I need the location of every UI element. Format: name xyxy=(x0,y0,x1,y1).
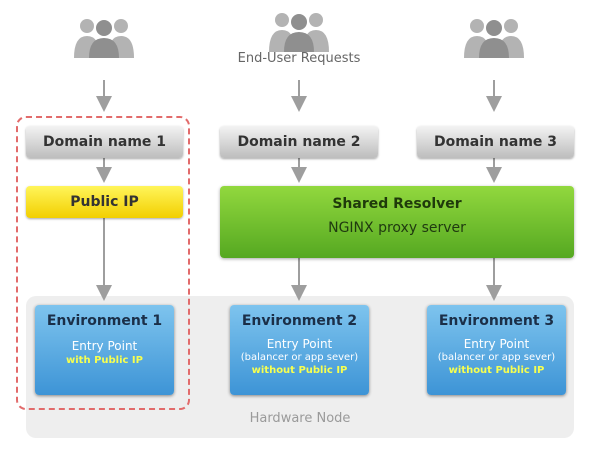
entry-point-label: Entry Point xyxy=(71,339,138,353)
shared-resolver-box: Shared Resolver NGINX proxy server xyxy=(220,186,574,258)
domain-name-box-3: Domain name 3 xyxy=(417,126,574,158)
public-ip-box: Public IP xyxy=(26,186,183,218)
end-user-requests-caption: End-User Requests xyxy=(237,51,361,66)
entry-point-note: (balancer or app sever) xyxy=(437,352,556,363)
environment-box-3: Environment 3 Entry Point (balancer or a… xyxy=(427,305,566,395)
resolver-subtitle: NGINX proxy server xyxy=(328,220,466,236)
entry-point-label: Entry Point xyxy=(463,337,530,351)
public-ip-status: without Public IP xyxy=(448,365,545,376)
environment-box-1: Environment 1 Entry Point with Public IP xyxy=(35,305,174,395)
hardware-node-label: Hardware Node xyxy=(249,411,351,426)
users-group-icon xyxy=(464,19,524,58)
resolver-title: Shared Resolver xyxy=(332,196,462,212)
domain-name-box-2: Domain name 2 xyxy=(220,126,378,158)
dedicated-ip-group-outline xyxy=(16,116,190,410)
public-ip-status: without Public IP xyxy=(251,365,348,376)
users-group-icon xyxy=(269,13,329,52)
environment-title: Environment 2 xyxy=(241,313,358,329)
users-group-icon xyxy=(74,19,134,58)
entry-point-note: (balancer or app sever) xyxy=(240,352,359,363)
public-ip-status: with Public IP xyxy=(66,355,143,366)
domain-name-box-1: Domain name 1 xyxy=(26,126,183,158)
entry-point-label: Entry Point xyxy=(266,337,333,351)
environment-title: Environment 3 xyxy=(438,313,555,329)
environment-box-2: Environment 2 Entry Point (balancer or a… xyxy=(230,305,369,395)
environment-title: Environment 1 xyxy=(46,313,163,329)
